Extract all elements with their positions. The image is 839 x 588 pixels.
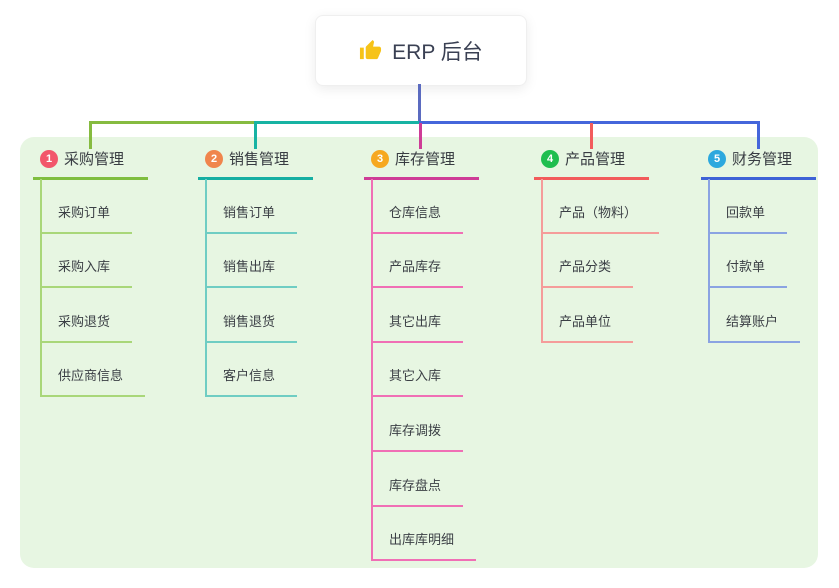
branch-connector-line: [708, 179, 710, 343]
list-item: 产品（物料）: [541, 179, 660, 234]
mindmap-leaf[interactable]: 产品单位: [541, 311, 634, 343]
branches-panel: [20, 137, 818, 568]
list-item: 产品分类: [541, 234, 659, 289]
list-item: 结算账户: [708, 288, 801, 343]
mindmap-leaf[interactable]: 采购订单: [40, 202, 133, 234]
branch-sales: 2 销售管理 销售订单 销售出库 销售退货 客户信息: [198, 148, 348, 398]
branch-label: 采购管理: [64, 151, 125, 168]
branch-label: 销售管理: [229, 151, 290, 168]
mindmap-leaf[interactable]: 库存盘点: [371, 475, 464, 507]
drop-line-sales: [254, 121, 257, 149]
branch-product: 4 产品管理 产品（物料） 产品分类 产品单位: [534, 148, 684, 343]
mindmap-leaf[interactable]: 客户信息: [205, 365, 298, 398]
mindmap-leaf[interactable]: 采购退货: [40, 311, 133, 343]
badge-5: 5: [708, 149, 726, 168]
mindmap-leaf[interactable]: 结算账户: [708, 311, 801, 343]
mindmap-leaf[interactable]: 产品库存: [371, 256, 464, 289]
list-item: 供应商信息: [40, 343, 146, 398]
badge-3: 3: [371, 149, 389, 168]
branch-header-purchase[interactable]: 1 采购管理: [33, 148, 148, 180]
mindmap-leaf[interactable]: 回款单: [708, 202, 788, 234]
branch-header-product[interactable]: 4 产品管理: [534, 148, 649, 180]
mindmap-leaf[interactable]: 销售退货: [205, 311, 298, 343]
mindmap-leaf[interactable]: 库存调拨: [371, 420, 464, 452]
mindmap-leaf[interactable]: 销售订单: [205, 202, 298, 234]
drop-line-purchase: [89, 121, 92, 149]
drop-line-product: [590, 123, 593, 149]
branch-purchase: 1 采购管理 采购订单 采购入库 采购退货 供应商信息: [33, 148, 183, 398]
mindmap-leaf[interactable]: 产品分类: [541, 256, 634, 289]
mindmap-leaf[interactable]: 付款单: [708, 256, 788, 289]
mindmap-leaf[interactable]: 采购入库: [40, 256, 133, 289]
branch-label: 财务管理: [732, 151, 793, 168]
list-item: 库存盘点: [371, 452, 476, 507]
list-item: 客户信息: [205, 343, 298, 398]
list-item: 产品单位: [541, 288, 659, 343]
list-item: 其它出库: [371, 288, 476, 343]
list-item: 采购入库: [40, 234, 145, 289]
root-title: ERP 后台: [392, 40, 483, 64]
mindmap-leaf[interactable]: 销售出库: [205, 256, 298, 289]
list-item: 采购订单: [40, 179, 145, 234]
badge-4: 4: [541, 149, 559, 168]
list-item: 销售订单: [205, 179, 298, 234]
list-item: 付款单: [708, 234, 800, 289]
root-node[interactable]: ERP 后台: [315, 15, 527, 86]
branch-label: 库存管理: [395, 151, 456, 168]
branch-label: 产品管理: [565, 151, 626, 168]
mindmap-leaf[interactable]: 出库库明细: [371, 529, 477, 562]
branch-connector-line: [371, 179, 373, 561]
mindmap-leaf[interactable]: 产品（物料）: [541, 202, 660, 234]
list-item: 出库库明细: [371, 507, 477, 562]
mindmap-leaf[interactable]: 供应商信息: [40, 365, 146, 398]
branch-header-sales[interactable]: 2 销售管理: [198, 148, 313, 180]
list-item: 库存调拨: [371, 397, 476, 452]
list-item: 产品库存: [371, 234, 476, 289]
list-item: 仓库信息: [371, 179, 476, 234]
list-item: 销售退货: [205, 288, 298, 343]
bus-line-sales: [254, 121, 420, 124]
branch-connector-line: [541, 179, 543, 343]
drop-line-finance: [757, 121, 760, 149]
bus-line-purchase: [90, 121, 256, 124]
mindmap-leaf[interactable]: 其它入库: [371, 365, 464, 398]
mindmap-leaf[interactable]: 其它出库: [371, 311, 464, 343]
list-item: 回款单: [708, 179, 800, 234]
branch-header-finance[interactable]: 5 财务管理: [701, 148, 816, 180]
bus-line-finance: [419, 121, 760, 124]
trunk-line: [418, 84, 421, 122]
list-item: 销售出库: [205, 234, 298, 289]
list-item: 采购退货: [40, 288, 145, 343]
drop-line-inventory: [419, 123, 422, 149]
badge-2: 2: [205, 149, 223, 168]
list-item: 其它入库: [371, 343, 476, 398]
branch-finance: 5 财务管理 回款单 付款单 结算账户: [701, 148, 839, 343]
thumbs-up-icon: [360, 39, 382, 60]
mindmap-leaf[interactable]: 仓库信息: [371, 202, 464, 234]
badge-1: 1: [40, 149, 58, 168]
branch-inventory: 3 库存管理 仓库信息 产品库存 其它出库 其它入库 库存调拨 库存盘点 出库库…: [364, 148, 514, 562]
branch-header-inventory[interactable]: 3 库存管理: [364, 148, 479, 180]
